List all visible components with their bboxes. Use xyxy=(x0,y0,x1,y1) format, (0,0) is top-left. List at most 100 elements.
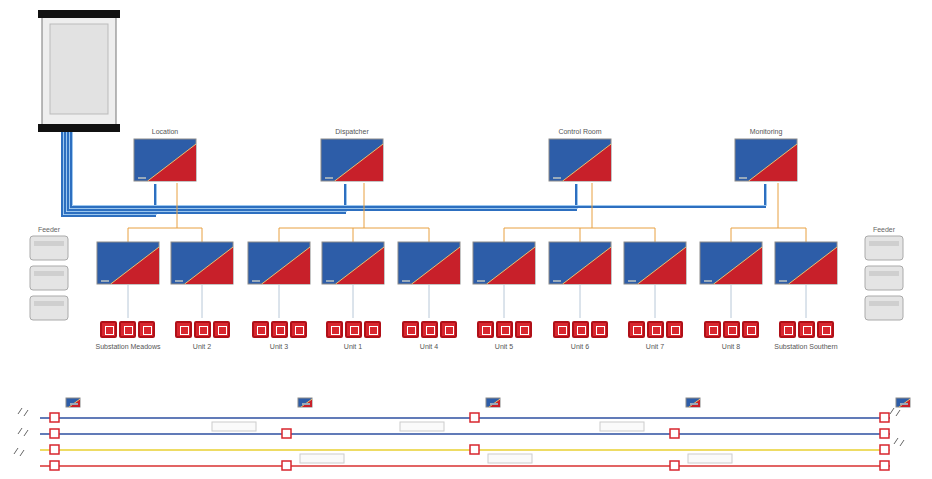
art-polygon xyxy=(899,399,910,407)
art-rect xyxy=(735,139,797,181)
relay-group: Unit 3 xyxy=(248,321,310,351)
node-label: Unit 8 xyxy=(700,342,762,351)
relay-row xyxy=(171,321,233,338)
unit-graphic xyxy=(548,138,612,182)
art-rect xyxy=(302,403,310,405)
control-unit: Monitoring xyxy=(731,127,801,182)
orange-link xyxy=(592,183,593,228)
orange-link xyxy=(128,228,129,242)
track-line xyxy=(40,465,890,467)
cabinet-cap xyxy=(38,10,120,18)
track-sensor xyxy=(880,413,889,422)
drop-line xyxy=(429,285,430,318)
side-device xyxy=(30,266,68,290)
track-sensor xyxy=(670,461,679,470)
art-line xyxy=(69,399,80,407)
relay-row xyxy=(96,321,161,338)
node-label: Unit 2 xyxy=(171,342,233,351)
blue-cable-highlight xyxy=(70,132,578,209)
orange-link xyxy=(177,183,178,228)
orange-link xyxy=(279,228,280,242)
track-sensor xyxy=(470,413,479,422)
drop-line xyxy=(580,285,581,318)
side-device xyxy=(30,236,68,260)
orange-link xyxy=(778,183,779,228)
side-device xyxy=(30,296,68,320)
orange-link xyxy=(504,228,505,242)
track-note xyxy=(688,454,732,463)
relay-row xyxy=(248,321,310,338)
art-rect xyxy=(700,242,762,284)
device-box xyxy=(248,242,310,284)
relay-row xyxy=(322,321,384,338)
side-device-slot xyxy=(34,241,64,246)
drop-line xyxy=(128,285,129,318)
orange-link xyxy=(202,228,203,242)
relay-square xyxy=(591,321,608,338)
art-rect xyxy=(101,280,109,282)
node-label: Unit 6 xyxy=(549,342,611,351)
track-note xyxy=(300,454,344,463)
relay-square xyxy=(440,321,457,338)
device-box xyxy=(66,398,80,407)
node-label: Unit 7 xyxy=(624,342,686,351)
node-label: Location xyxy=(130,127,200,136)
drop-line xyxy=(202,285,203,318)
signal-mark xyxy=(18,428,28,436)
side-device xyxy=(865,296,903,320)
orange-link xyxy=(580,228,581,242)
relay-square xyxy=(364,321,381,338)
node-label: Unit 5 xyxy=(473,342,535,351)
drop-line xyxy=(655,285,656,318)
node-label: Unit 4 xyxy=(398,342,460,351)
node-label: Control Room xyxy=(545,127,615,136)
art-rect xyxy=(70,403,78,405)
art-polygon xyxy=(148,144,196,181)
relay-square xyxy=(553,321,570,338)
art-rect xyxy=(138,177,146,179)
unit-graphic xyxy=(320,138,384,182)
art-polygon xyxy=(789,247,837,284)
cabinet-base xyxy=(38,124,120,132)
drop-line xyxy=(504,285,505,318)
art-polygon xyxy=(563,247,611,284)
relay-square xyxy=(138,321,155,338)
art-rect xyxy=(321,139,383,181)
relay-square xyxy=(817,321,834,338)
art-polygon xyxy=(638,247,686,284)
art-polygon xyxy=(714,247,762,284)
relay-row xyxy=(398,321,460,338)
relay-square xyxy=(723,321,740,338)
side-label: Feeder xyxy=(873,226,895,233)
relay-square xyxy=(647,321,664,338)
art-polygon xyxy=(111,247,159,284)
art-rect xyxy=(322,242,384,284)
node-label: Monitoring xyxy=(731,127,801,136)
art-rect xyxy=(490,403,498,405)
art-rect xyxy=(704,280,712,282)
art-polygon xyxy=(749,144,797,181)
relay-square xyxy=(271,321,288,338)
track-sensor xyxy=(880,445,889,454)
control-unit: Location xyxy=(130,127,200,182)
relay-row xyxy=(700,321,762,338)
device-box xyxy=(775,242,837,284)
art-rect xyxy=(325,177,333,179)
relay-group: Unit 2 xyxy=(171,321,233,351)
signal-mark xyxy=(894,438,904,446)
art-line xyxy=(262,247,310,284)
relay-square xyxy=(666,321,683,338)
device-box xyxy=(896,398,910,407)
art-polygon xyxy=(301,399,312,407)
side-device-slot xyxy=(34,301,64,306)
side-device xyxy=(865,236,903,260)
orange-link xyxy=(128,228,202,229)
node-label: Dispatcher xyxy=(317,127,387,136)
art-line xyxy=(336,247,384,284)
art-rect xyxy=(298,398,312,407)
track-note xyxy=(600,422,644,431)
device-box xyxy=(700,242,762,284)
orange-link xyxy=(364,183,365,228)
control-unit: Control Room xyxy=(545,127,615,182)
art-polygon xyxy=(412,247,460,284)
